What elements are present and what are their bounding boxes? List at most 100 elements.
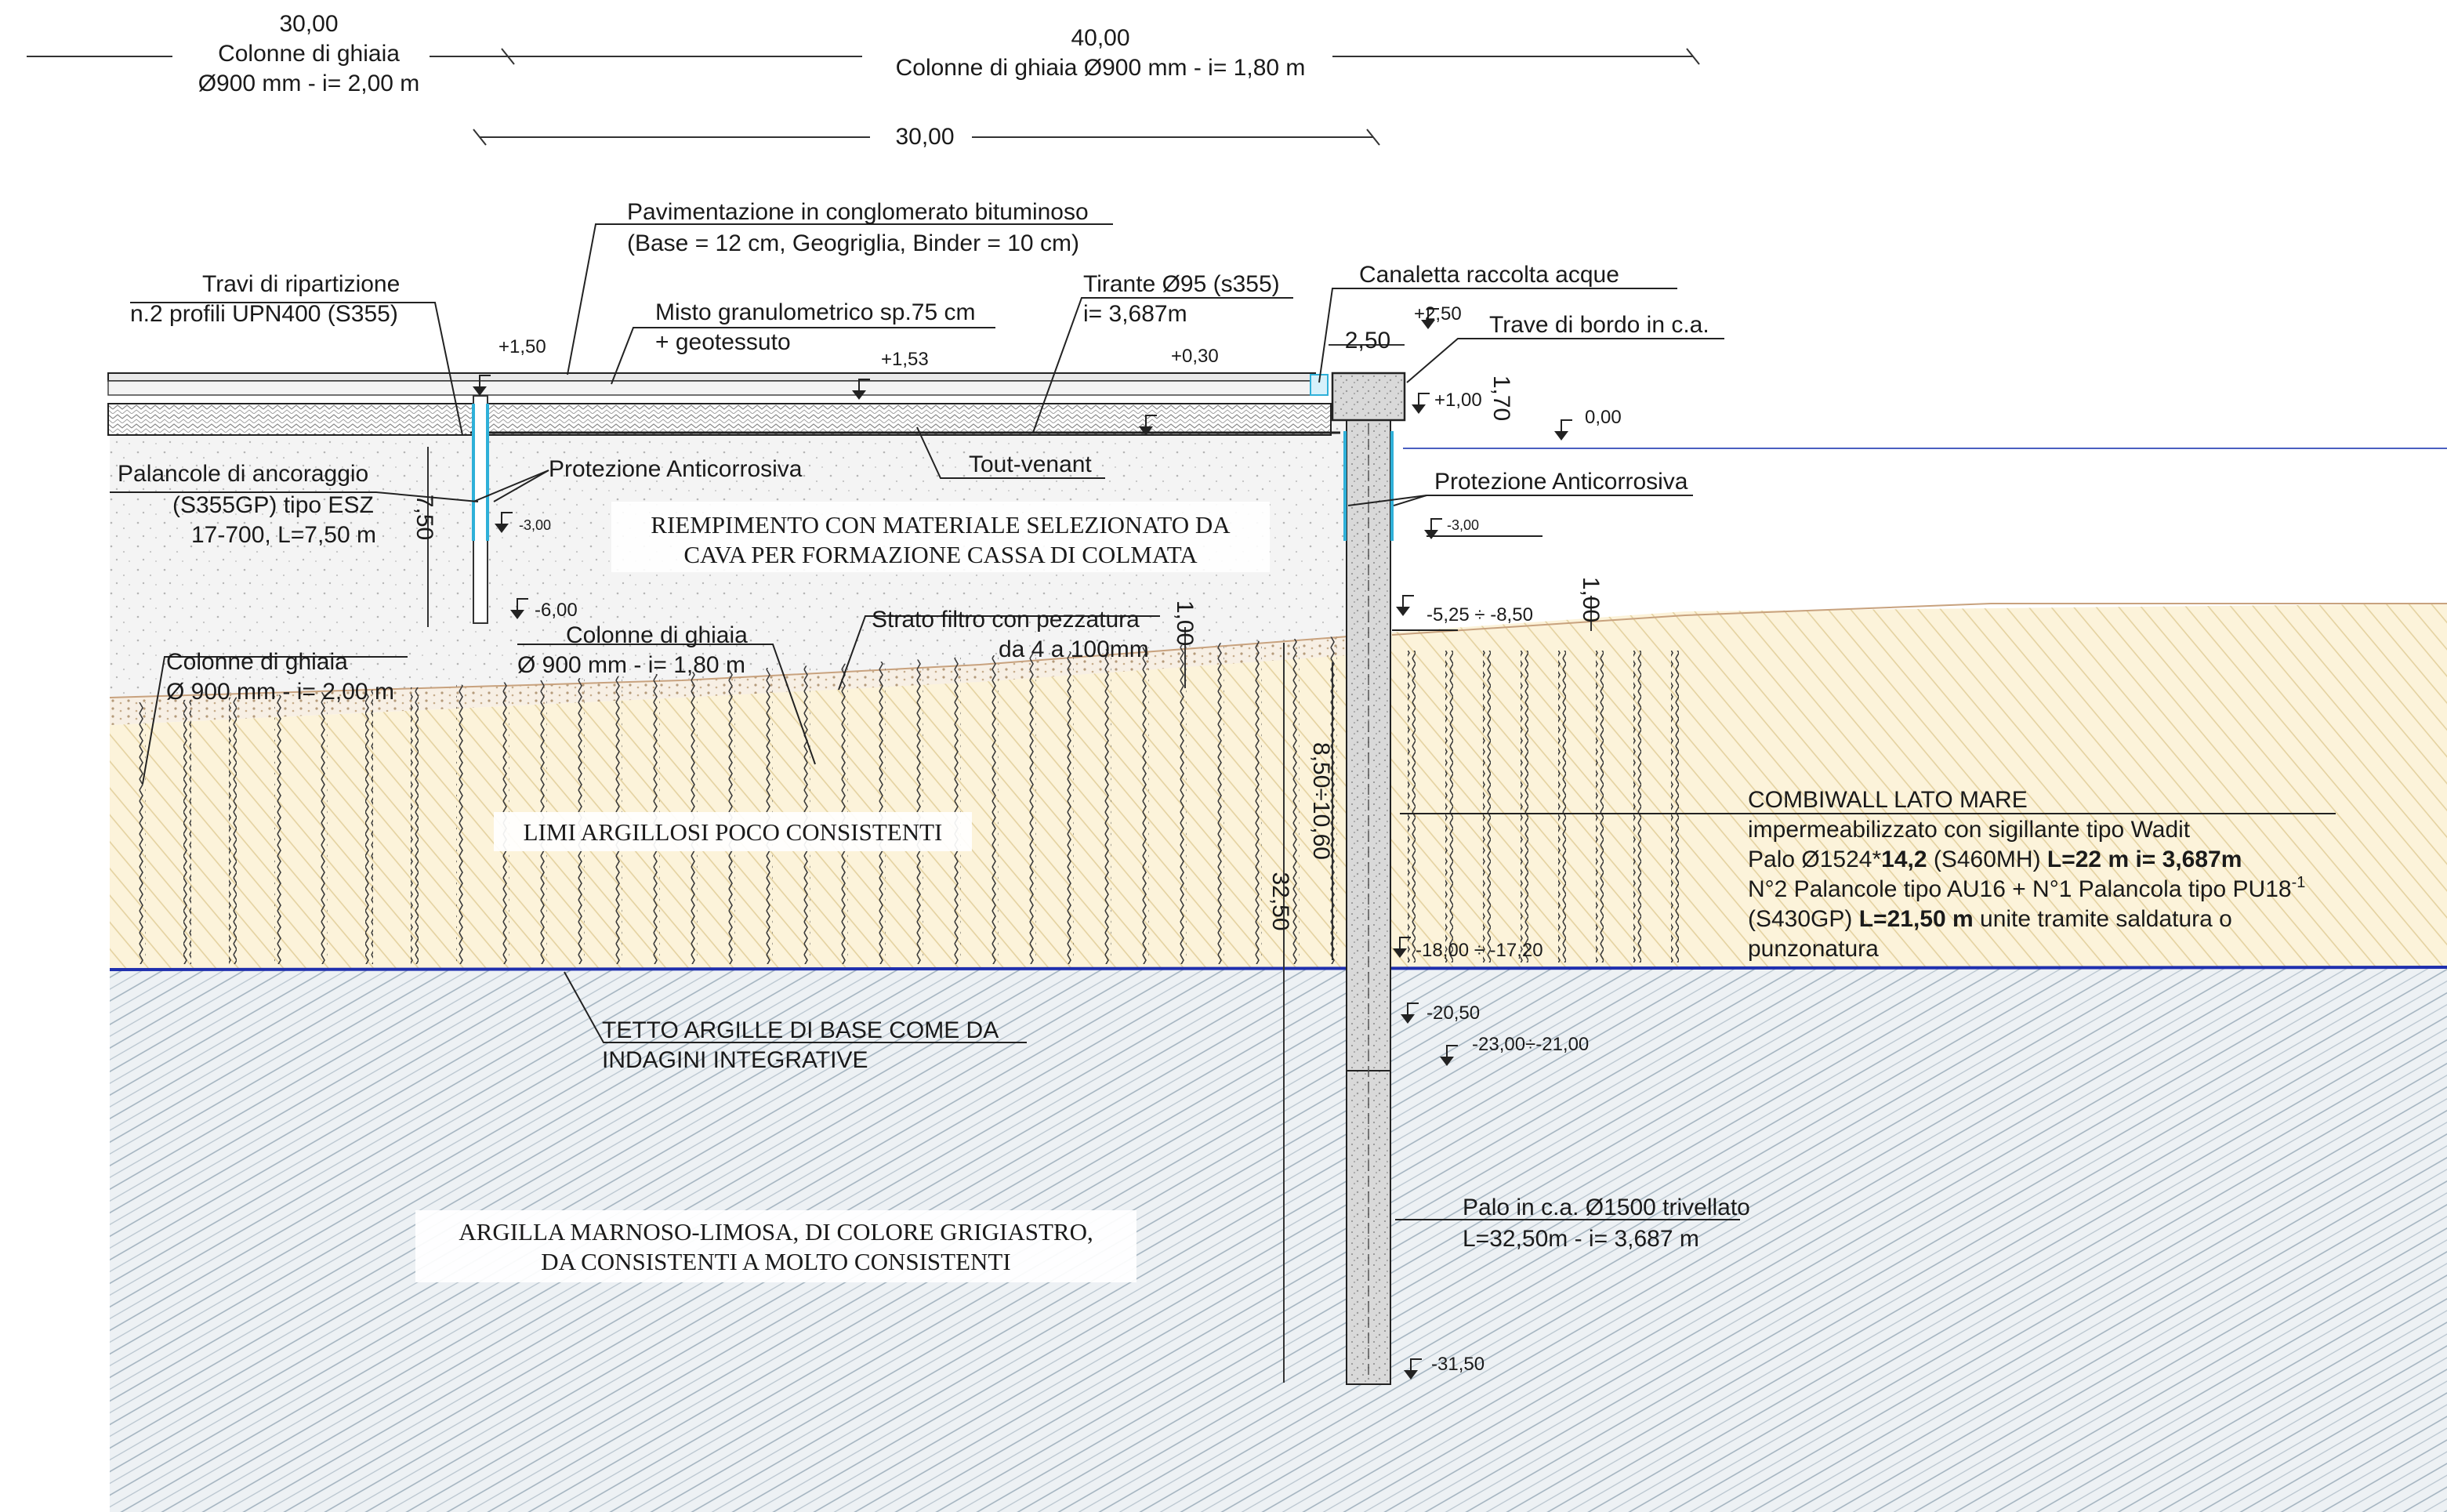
elevation-marker-flag: [858, 379, 870, 390]
leader-travi: [130, 302, 463, 436]
gravel-column: [1558, 651, 1566, 963]
gravel-column: [274, 694, 282, 964]
label-palancole-1: Palancole di ancoraggio: [118, 461, 368, 487]
gravel-column: [1292, 639, 1300, 964]
seabed-line: [1391, 603, 2447, 636]
leader-protezione-left: [493, 470, 549, 502]
elev-p100: +1,00: [1434, 390, 1482, 411]
drainage-channel: [1310, 374, 1329, 396]
soil-argilla-1: ARGILLA MARNOSO-LIMOSA, DI COLORE GRIGIA…: [459, 1218, 1093, 1245]
gravel-column: [1521, 651, 1528, 963]
dim-1-line2: Ø900 mm - i= 2,00 m: [198, 71, 420, 96]
label-strato-filtro-2: da 4 a 100mm: [999, 636, 1149, 662]
gravel-column: [229, 697, 237, 964]
combiwall-title: COMBIWALL LATO MARE: [1748, 787, 2028, 813]
label-travi-1: Travi di ripartizione: [202, 271, 400, 297]
combiwall-line1: impermeabilizzato con sigillante tipo Wa…: [1748, 817, 2191, 843]
elevation-marker-icon: [1393, 948, 1407, 958]
clay-roof-line: [109, 966, 2447, 971]
gravel-column: [1596, 651, 1604, 963]
gravel-column: [1141, 647, 1149, 964]
label-tetto-2: INDAGINI INTEGRATIVE: [602, 1047, 868, 1073]
label-protezione-left: Protezione Anticorrosiva: [549, 456, 803, 482]
elevation-marker-icon: [1421, 320, 1435, 329]
elevation-marker-icon: [473, 386, 487, 396]
soil-limi: LIMI ARGILLOSI POCO CONSISTENTI: [524, 818, 943, 846]
combiwall-line4: (S430GP) L=21,50 m unite tramite saldatu…: [1748, 906, 2232, 932]
dim-tick-b: [1686, 48, 1700, 65]
elev-m3150: -31,50: [1431, 1354, 1485, 1375]
edge-beam: [1331, 372, 1406, 422]
leader-strato-filtro: [838, 615, 1160, 691]
dim-3-value: 30,00: [895, 124, 954, 150]
gravel-column: [456, 684, 464, 964]
label-pavimentazione-1: Pavimentazione in conglomerato bituminos…: [627, 199, 1089, 225]
leader-protezione-right-b: [1393, 495, 1427, 506]
label-canaletta: Canaletta raccolta acque: [1359, 262, 1619, 288]
elevation-marker-icon: [495, 524, 509, 533]
combiwall-line3: N°2 Palancole tipo AU16 + N°1 Palancola …: [1748, 874, 2305, 902]
label-protezione-right: Protezione Anticorrosiva: [1434, 469, 1688, 495]
label-tout-venant: Tout-venant: [969, 451, 1092, 477]
gravel-column: [1066, 651, 1074, 964]
dim-filter-right-text: 1,00: [1578, 577, 1604, 622]
gravel-column: [1216, 643, 1224, 964]
dim-combiwall-length-text: 8,50÷10,60: [1308, 742, 1334, 860]
elevation-marker-icon: [1396, 607, 1410, 616]
combiwall-line5: punzonatura: [1748, 936, 1879, 962]
elev-m1800: -18,00 ÷ -17,20: [1416, 940, 1543, 961]
gravel-base: [107, 403, 1332, 436]
gravel-column: [1445, 651, 1453, 963]
elevation-marker-icon: [1412, 404, 1426, 414]
dim-1-line1: Colonne di ghiaia: [218, 41, 400, 67]
label-palo-2: L=32,50m - i= 3,687 m: [1463, 1226, 1699, 1252]
label-tirante-2: i= 3,687m: [1083, 301, 1187, 327]
elevation-marker-icon: [1440, 1057, 1454, 1066]
dim-tick-a: [501, 48, 515, 65]
gravel-columns-right: [1408, 651, 1679, 963]
limi-bg: [494, 812, 972, 851]
gravel-column: [1483, 651, 1491, 963]
label-tetto-1: TETTO ARGILLE DI BASE COME DA: [602, 1017, 999, 1043]
elev-m300-left: -3,00: [519, 517, 551, 533]
leader-trave-bordo: [1406, 338, 1724, 383]
leader-palancole: [110, 491, 479, 502]
leader-colonne-mid: [517, 644, 816, 765]
dim-wall-width-text: 2,50: [1345, 328, 1390, 354]
elev-m600: -6,00: [535, 600, 578, 621]
elevation-marker-flag: [1402, 595, 1414, 607]
dim-tick-c: [473, 129, 487, 146]
gravel-column: [1179, 644, 1187, 964]
combiwall-line2: Palo Ø1524*14,2 (S460MH) L=22 m i= 3,687…: [1748, 847, 2242, 872]
elevation-marker-icon: [1401, 1014, 1415, 1024]
gravel-column: [953, 657, 961, 964]
soil-riempimento-2: CAVA PER FORMAZIONE CASSA DI COLMATA: [683, 541, 1198, 568]
elevation-marker-icon: [1424, 530, 1438, 539]
label-colonne-mid-2: Ø 900 mm - i= 1,80 m: [517, 652, 745, 678]
riempimento-bg: [611, 502, 1270, 572]
elevation-marker-flag: [1561, 419, 1572, 431]
elevation-marker-icon: [852, 390, 866, 400]
label-travi-2: n.2 profili UPN400 (S355): [130, 301, 398, 327]
gravel-column: [1408, 651, 1416, 963]
elevation-marker-icon: [510, 610, 524, 619]
elev-m2300: -23,00÷-21,00: [1472, 1034, 1589, 1055]
leader-colonne-left: [142, 656, 408, 785]
leader-pavimentazione: [567, 223, 1113, 375]
elevation-marker-flag: [1410, 1358, 1422, 1370]
gravel-column: [411, 687, 419, 964]
elevation-marker-flag: [501, 512, 513, 524]
gravel-column: [915, 659, 923, 964]
elevation-marker-flag: [1446, 1045, 1458, 1057]
label-strato-filtro-1: Strato filtro con pezzatura: [872, 607, 1140, 633]
leader-tout-venant: [916, 426, 1105, 479]
elevation-marker-flag: [1399, 937, 1411, 948]
dim-pile-length-text: 32,50: [1267, 872, 1293, 930]
elev-000: 0,00: [1585, 407, 1622, 428]
elevation-marker-icon: [1554, 431, 1568, 441]
elev-m300-right: -3,00: [1447, 517, 1479, 533]
elev-p030: +0,30: [1171, 346, 1219, 367]
soil-riempimento-1: RIEMPIMENTO CON MATERIALE SELEZIONATO DA: [651, 511, 1231, 538]
aggregate-base: [107, 380, 1316, 396]
